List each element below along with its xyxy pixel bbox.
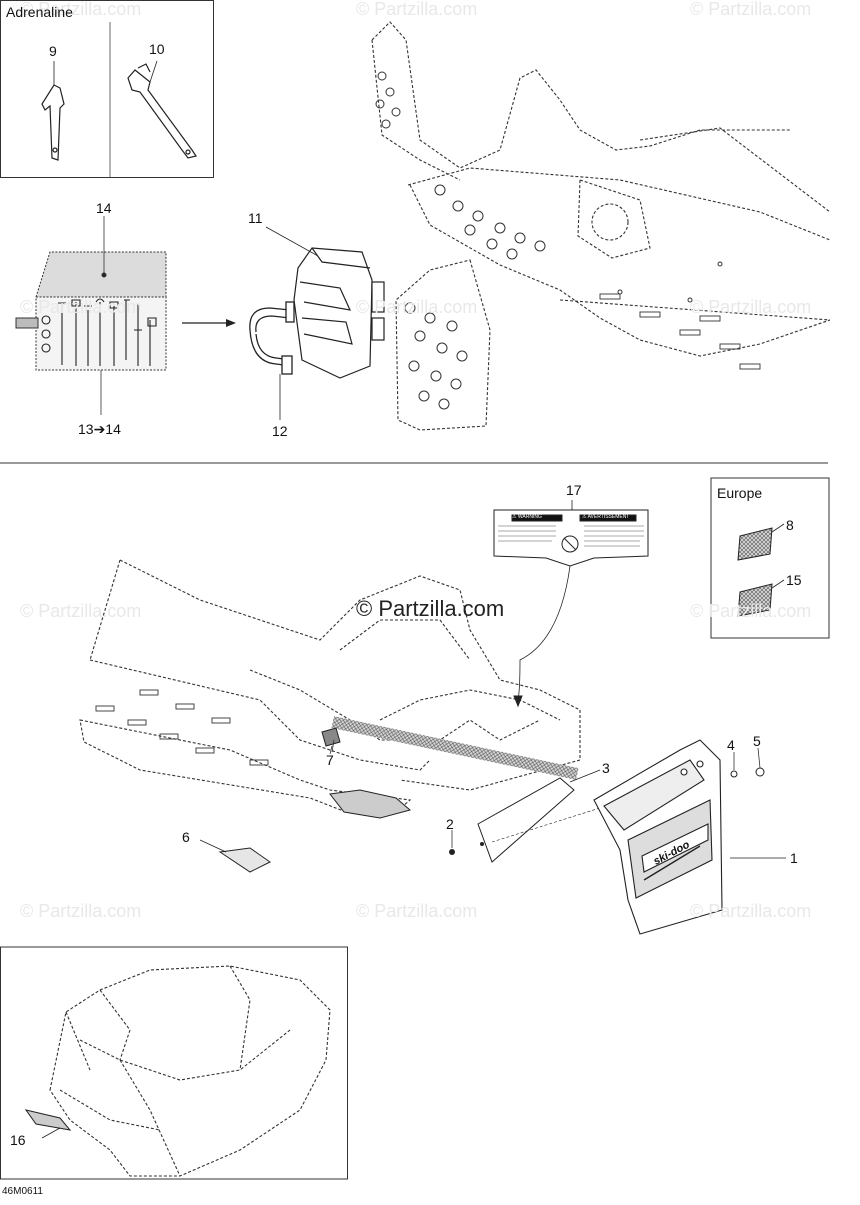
part-11-tool-bag [265, 226, 385, 379]
europe-box [710, 477, 830, 639]
callout-10: 10 [149, 41, 165, 57]
watermark: © Partzilla.com [356, 901, 478, 921]
watermark: © Partzilla.com [20, 297, 142, 317]
kit-to-bag-arrow [182, 319, 236, 327]
watermark: © Partzilla.com [20, 0, 142, 19]
callout-16: 16 [10, 1132, 26, 1148]
part-1-rear-flap [593, 739, 786, 935]
callout-14: 14 [96, 200, 112, 216]
part-12-strap [249, 301, 295, 420]
callout-8: 8 [786, 517, 794, 533]
watermark: © Partzilla.com [356, 0, 478, 19]
watermark: © Partzilla.com [20, 901, 142, 921]
tunnel-slots-top [599, 293, 761, 370]
decal-avertissement-heading: ⚠ AVERTISSEMENT [582, 514, 630, 520]
tunnel-frame-top [371, 21, 831, 431]
adrenaline-box [0, 0, 214, 178]
decal-warning-heading: ⚠ WARNING [512, 514, 542, 520]
adrenaline-title: Adrenaline [6, 4, 73, 20]
callout-2: 2 [446, 816, 454, 832]
part-17-decal [493, 500, 649, 708]
callout-5: 5 [753, 733, 761, 749]
part-9-wrench [41, 61, 65, 161]
watermark: © Partzilla.com [690, 297, 812, 317]
part-14-toolkit [15, 216, 167, 415]
inset-box [0, 946, 348, 1180]
part-2-rivet [449, 830, 455, 855]
part-8-reflector [737, 523, 785, 561]
part-3-backing [477, 769, 601, 863]
callout-12: 12 [272, 423, 288, 439]
callout-6: 6 [182, 829, 190, 845]
watermark-main: © Partzilla.com [356, 596, 505, 621]
callout-1: 1 [790, 850, 798, 866]
tunnel-holes-top [375, 71, 723, 410]
callout-13-14: 13➔14 [78, 421, 121, 437]
callout-7: 7 [326, 752, 334, 768]
callout-15: 15 [786, 572, 802, 588]
callout-4: 4 [727, 737, 735, 753]
part-6-shield [199, 789, 412, 873]
part-16-decal [24, 1109, 72, 1139]
watermark: © Partzilla.com [690, 901, 812, 921]
tunnel-frame-lower [79, 559, 581, 813]
tunnel-slots-lower [95, 689, 269, 766]
diagram-code: 46M0611 [2, 1186, 43, 1197]
watermark: © Partzilla.com [690, 0, 812, 19]
watermark: © Partzilla.com [356, 297, 478, 317]
part-5-nut [755, 747, 765, 777]
callout-3: 3 [602, 760, 610, 776]
part-7-bracket [321, 727, 341, 747]
watermark: © Partzilla.com [690, 601, 812, 621]
part-4-washer [730, 752, 738, 778]
europe-title: Europe [717, 485, 763, 501]
part-10-tool [127, 60, 197, 159]
part-15-reflector [737, 579, 785, 617]
hood-interior [49, 965, 331, 1177]
callout-9: 9 [49, 43, 57, 59]
watermark: © Partzilla.com [20, 601, 142, 621]
callout-11: 11 [248, 210, 263, 226]
callout-17: 17 [566, 482, 582, 498]
bumper-grid-strip [331, 716, 579, 780]
